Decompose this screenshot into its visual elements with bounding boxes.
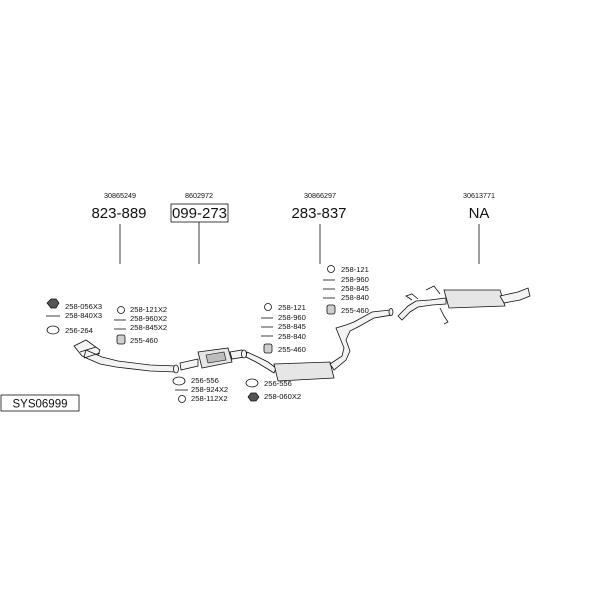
middle-outlet-pipe [329, 309, 393, 371]
gasket-icon [46, 325, 60, 335]
fitting-group-catalyst: 256-556 258-924X2 258-112X2 [172, 376, 228, 403]
fitting-part-number: 256-556 [264, 379, 292, 388]
fitting-group-middle: 258-121 258-960 258-845 258-840 255-460 [261, 303, 306, 354]
part-number-middle-silencer: 30866297 [304, 191, 336, 200]
middle-pipe-end [388, 308, 394, 316]
middle-silencer-body [273, 361, 335, 382]
rear-silencer-body [443, 289, 506, 309]
fitting-part-number: 258-121 [278, 303, 306, 312]
fitting-part-number: 258-960 [278, 313, 306, 322]
rubber-mount-icon [263, 343, 273, 354]
gasket-icon [172, 376, 186, 386]
fitting-part-number: 258-960X2 [130, 314, 167, 323]
fitting-part-number: 258-960 [341, 275, 369, 284]
catalyst-drawing [179, 347, 247, 371]
section-rear-silencer[interactable]: 30613771 NA [463, 191, 495, 264]
rear-hanger [405, 293, 419, 301]
fitting-part-number: 255-460 [130, 336, 158, 345]
front-pipe-end [173, 364, 179, 374]
fitting-part-number: 258-840 [278, 332, 306, 341]
fitting-part-number: 258-112X2 [191, 394, 228, 403]
fitting-part-number: 256-264 [65, 326, 93, 335]
fitting-part-number: 258-845X2 [130, 323, 167, 332]
fitting-group-middle-lower: 256-556 258-060X2 [245, 378, 301, 402]
section-middle-silencer[interactable]: 30866297 283-837 [291, 191, 347, 264]
fitting-part-number: 258-060X2 [264, 392, 301, 401]
reference-middle-silencer: 283-837 [291, 205, 346, 222]
rear-hanger-bracket [425, 285, 441, 295]
gasket-icon [245, 378, 259, 388]
system-code: SYS06999 [0, 394, 80, 412]
fitting-group-front: 258-056X3 258-840X3 256-264 [46, 298, 102, 335]
fitting-part-number: 258-840 [341, 293, 369, 302]
section-front-pipe[interactable]: 30865249 823-889 [91, 191, 147, 264]
part-number-front-pipe: 30865249 [104, 191, 136, 200]
ring-icon [117, 306, 125, 314]
fitting-group-rear: 258-121 258-960 258-845 258-840 255-460 [323, 265, 369, 315]
ring-icon [264, 303, 272, 311]
fitting-part-number: 258-121X2 [130, 305, 167, 314]
system-code-box [0, 394, 80, 412]
nut-icon [247, 392, 260, 402]
fitting-part-number: 258-845 [341, 284, 369, 293]
catalyst-heat-shield [205, 351, 227, 364]
ring-icon [178, 395, 186, 403]
part-number-catalyst: 8602972 [185, 191, 213, 200]
reference-box [170, 203, 229, 223]
front-pipe-detail [79, 346, 101, 359]
fitting-part-number: 258-056X3 [65, 302, 102, 311]
fitting-part-number: 258-924X2 [191, 385, 228, 394]
rubber-mount-icon [116, 334, 126, 345]
front-pipe-drawing [73, 339, 179, 374]
rear-inlet-pipe [397, 297, 447, 321]
rubber-mount-icon [326, 304, 336, 315]
middle-silencer-drawing [245, 308, 394, 382]
rear-support [439, 307, 449, 325]
reference-rear-silencer: NA [469, 205, 490, 222]
middle-inlet-pipe [245, 351, 277, 374]
fitting-part-number: 256-556 [191, 376, 219, 385]
part-number-rear-silencer: 30613771 [463, 191, 495, 200]
fitting-part-number: 258-840X3 [65, 311, 102, 320]
fitting-part-number: 258-845 [278, 322, 306, 331]
fitting-part-number: 258-121 [341, 265, 369, 274]
system-code-label: SYS06999 [13, 399, 68, 411]
fitting-group-front-mount: 258-121X2 258-960X2 258-845X2 255-460 [114, 305, 167, 345]
ring-icon [327, 265, 335, 273]
fitting-part-number: 255-460 [278, 345, 306, 354]
section-catalyst[interactable]: 8602972 099-273 [170, 191, 229, 264]
rear-silencer-drawing [397, 285, 531, 325]
tailpipe [499, 287, 531, 304]
fitting-part-number: 255-460 [341, 306, 369, 315]
reference-front-pipe: 823-889 [91, 205, 146, 222]
reference-catalyst: 099-273 [172, 205, 227, 222]
nut-icon [46, 298, 60, 309]
catalyst-inlet [179, 358, 199, 371]
